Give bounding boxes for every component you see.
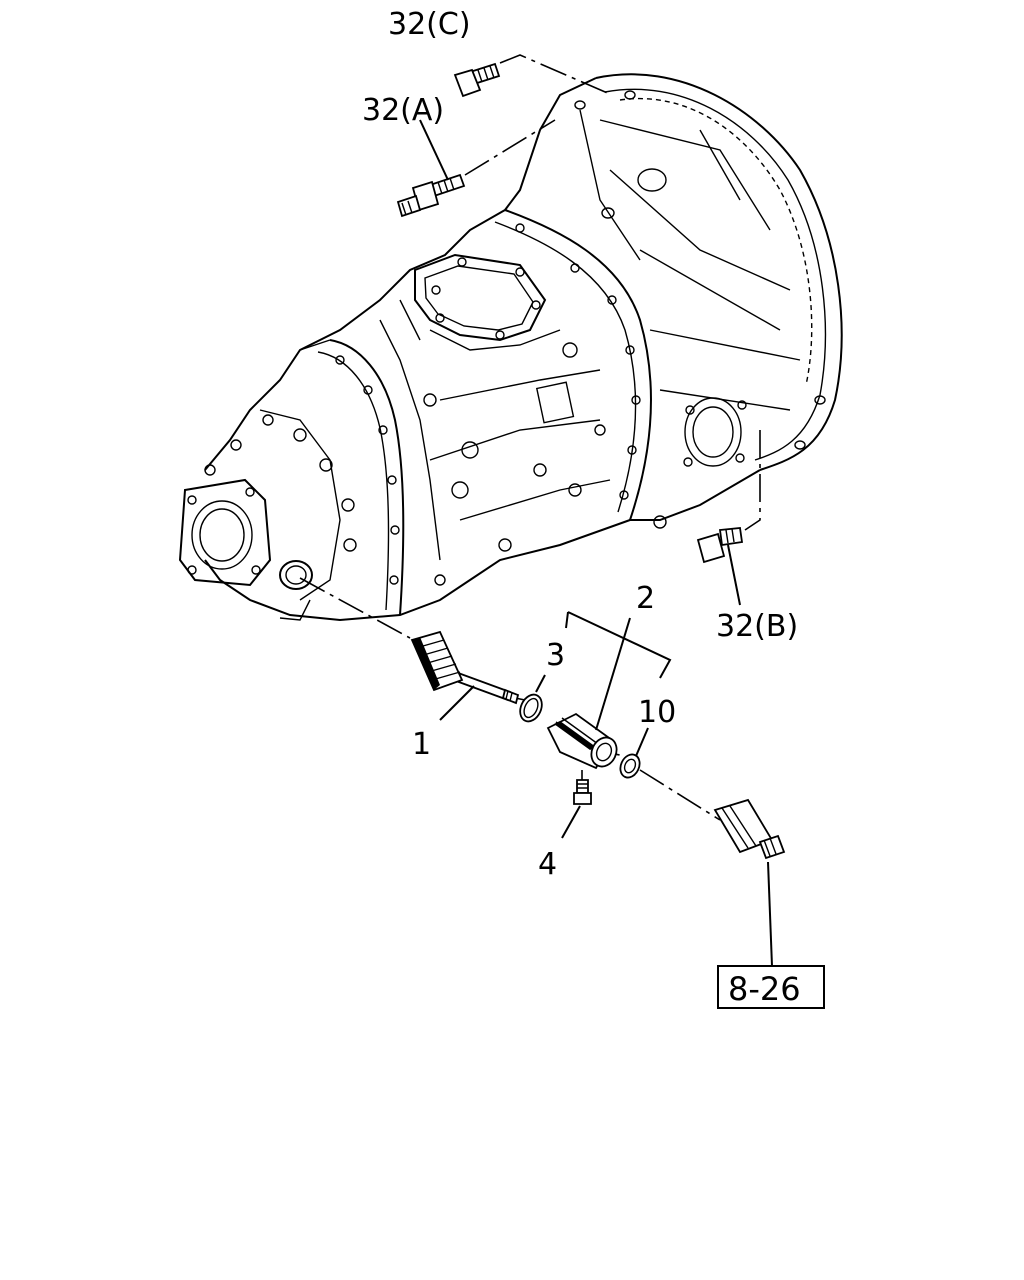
part-10-seal (619, 753, 641, 779)
callout-3: 3 (546, 638, 565, 673)
transmission-housing (178, 73, 843, 622)
callout-1: 1 (412, 727, 431, 762)
callout-32b: 32(B) (716, 609, 798, 644)
leader-lines (419, 119, 773, 967)
part-1-driven-gear-shaft (410, 630, 520, 705)
speed-sensor (713, 798, 786, 860)
part-4-bolt (573, 779, 592, 805)
callout-4: 4 (538, 847, 557, 882)
reference-label: 8-26 (728, 970, 801, 1008)
callout-32a: 32(A) (362, 93, 444, 128)
bolt-32c (453, 62, 501, 98)
reference-box[interactable]: 8-26 (717, 965, 825, 1009)
part-3-o-ring (519, 693, 543, 723)
callout-32c: 32(C) (388, 7, 471, 42)
callout-2: 2 (636, 581, 655, 616)
bolt-32b (696, 527, 744, 564)
callout-10: 10 (638, 695, 676, 730)
part-2-sleeve (546, 712, 618, 770)
bolt-32a (396, 173, 466, 218)
